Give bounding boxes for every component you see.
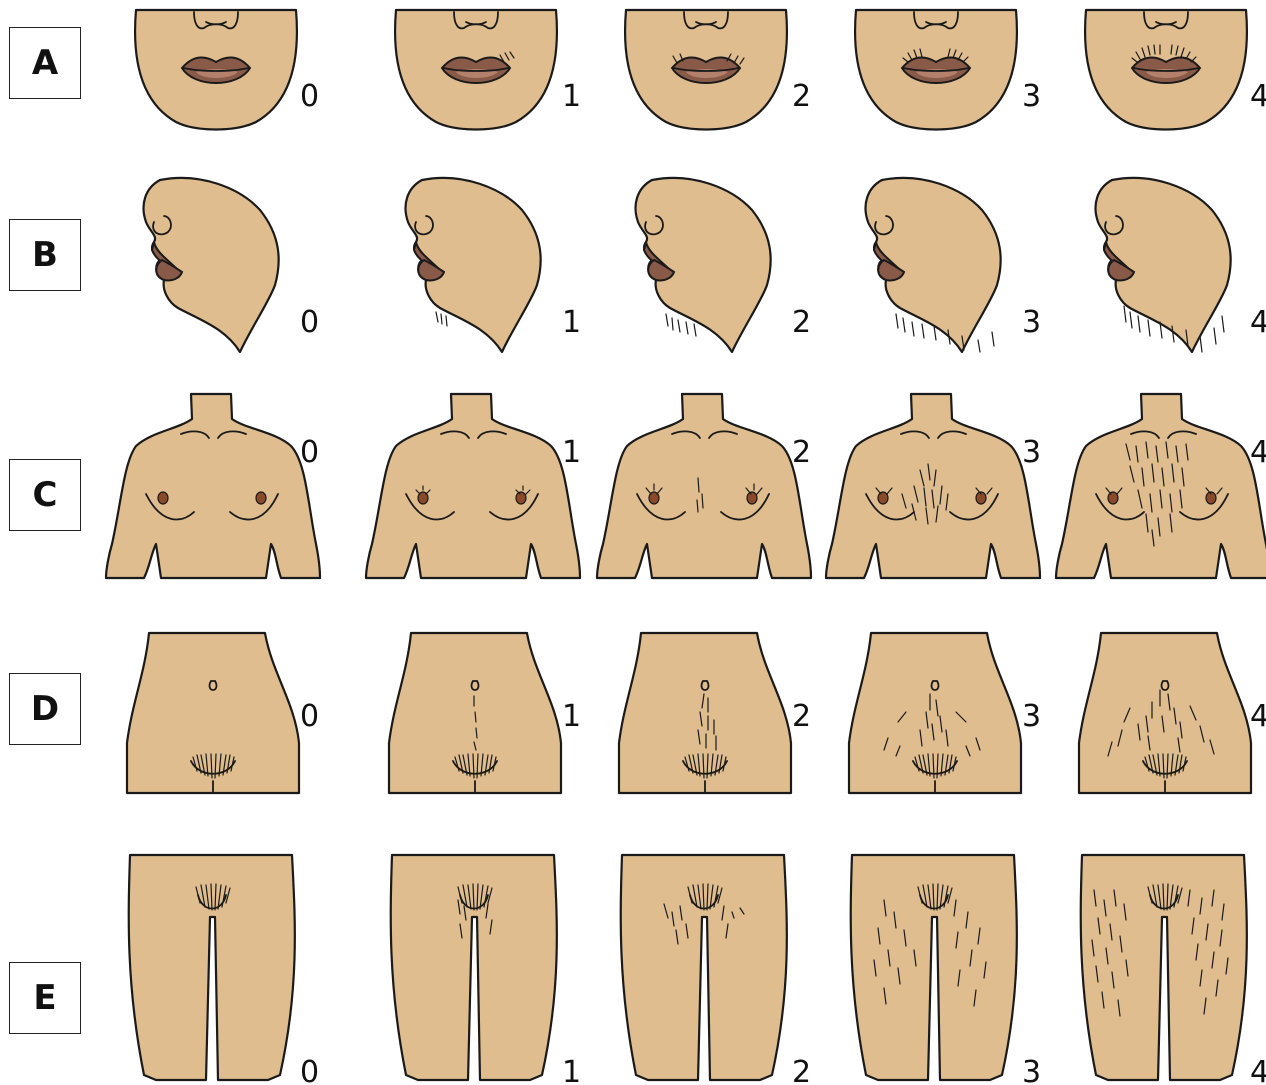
- lower-abdomen-score-3: 3: [1022, 699, 1041, 734]
- chin-score-2: 2: [792, 305, 811, 340]
- upper-lip-score-0-figure: [135, 10, 297, 130]
- chest-score-4: 4: [1250, 435, 1266, 470]
- chest-score-1-figure: [366, 394, 580, 578]
- chest-score-0-figure: [106, 394, 320, 578]
- chest-score-4-figure: [1056, 394, 1266, 578]
- row-b-illustrations: 0 1 2 3 4: [144, 178, 1266, 352]
- thighs-score-2: 2: [792, 1055, 811, 1085]
- lower-abdomen-score-1: 1: [562, 699, 581, 734]
- thighs-score-3: 3: [1022, 1055, 1041, 1085]
- thighs-score-4-figure: [1081, 855, 1247, 1080]
- lower-abdomen-score-4: 4: [1250, 699, 1266, 734]
- chest-score-1: 1: [562, 435, 581, 470]
- chin-hair: [436, 306, 1224, 352]
- chest-score-0: 0: [300, 435, 319, 470]
- chin-score-0-figure: [144, 178, 279, 352]
- upper-lip-score-4-figure: [1085, 10, 1247, 130]
- row-d-illustrations: 0 1 2 3 4: [127, 633, 1266, 793]
- chest-score-2: 2: [792, 435, 811, 470]
- thighs-score-1-figure: [391, 855, 557, 1080]
- lower-abdomen-score-3-figure: [849, 633, 1021, 793]
- thighs-score-4: 4: [1250, 1055, 1266, 1085]
- chin-score-4-figure: [1096, 178, 1231, 352]
- thighs-score-0: 0: [300, 1055, 319, 1085]
- thighs-score-0-figure: [129, 855, 295, 1080]
- thighs-score-3-figure: [851, 855, 1017, 1080]
- chin-score-0: 0: [300, 305, 319, 340]
- chin-score-2-figure: [636, 178, 771, 352]
- lower-abdomen-score-4-figure: [1079, 633, 1251, 793]
- lower-abdomen-score-0-figure: [127, 633, 299, 793]
- chest-score-3-figure: [826, 394, 1040, 578]
- thighs-score-2-figure: [621, 855, 787, 1080]
- upper-lip-score-1: 1: [562, 79, 581, 114]
- lower-abdomen-score-2: 2: [792, 699, 811, 734]
- lower-abdomen-score-0: 0: [300, 699, 319, 734]
- upper-lip-score-1-figure: [395, 10, 557, 130]
- chin-score-3-figure: [866, 178, 1001, 352]
- chest-score-3: 3: [1022, 435, 1041, 470]
- row-e-illustrations: 0 1 2 3 4: [129, 855, 1266, 1085]
- upper-lip-score-2-figure: [625, 10, 787, 130]
- upper-lip-score-4: 4: [1250, 79, 1266, 114]
- upper-lip-score-3: 3: [1022, 79, 1041, 114]
- chin-score-1: 1: [562, 305, 581, 340]
- chin-score-3: 3: [1022, 305, 1041, 340]
- thighs-score-1: 1: [562, 1055, 581, 1085]
- upper-lip-score-3-figure: [855, 10, 1017, 130]
- chin-score-4: 4: [1250, 305, 1266, 340]
- upper-lip-score-0: 0: [300, 79, 319, 114]
- row-a-illustrations: 0 1 2 3 4: [135, 10, 1266, 130]
- upper-lip-score-2: 2: [792, 79, 811, 114]
- lower-abdomen-score-2-figure: [619, 633, 791, 793]
- chin-score-1-figure: [406, 178, 541, 352]
- chest-score-2-figure: [597, 394, 811, 578]
- row-c-illustrations: 0 1 2 3 4: [106, 394, 1266, 578]
